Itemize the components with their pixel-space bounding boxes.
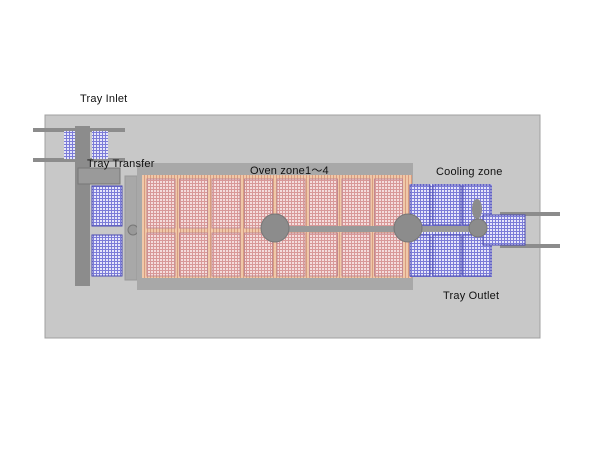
transfer-carriage: [77, 167, 121, 185]
oven-tray: [341, 178, 371, 229]
oven-tray: [179, 232, 208, 277]
label-oven-zone: Oven zone1～4: [250, 165, 329, 177]
label-tray-inlet: Tray Inlet: [80, 93, 128, 105]
pusher-rod: [275, 226, 480, 232]
cooling-tray: [432, 184, 462, 226]
oven-tray: [179, 178, 208, 229]
transfer-tray: [91, 185, 123, 227]
door-roller: [127, 224, 139, 236]
cooling-tray: [432, 234, 462, 277]
oven-tray: [146, 178, 176, 229]
oven-trays: [146, 178, 403, 277]
outlet-pusher-hub: [468, 218, 488, 238]
oven-tray: [309, 232, 338, 277]
label-cooling-zone: Cooling zone: [436, 166, 503, 178]
outlet-rail-top: [500, 212, 560, 216]
oven-tray: [341, 232, 371, 277]
oven-tray: [309, 178, 338, 229]
inlet-tray: [64, 131, 76, 159]
pusher-hub-oven: [260, 213, 290, 243]
outlet-tray: [482, 214, 526, 246]
oven-tray: [146, 232, 176, 277]
oven-tray: [211, 178, 241, 229]
transfer-tray: [91, 234, 123, 277]
oven-tray: [374, 232, 403, 277]
inlet-tray: [92, 131, 108, 159]
transfer-column: [75, 126, 90, 286]
oven-tray: [211, 232, 241, 277]
label-tray-outlet: Tray Outlet: [443, 290, 500, 302]
outlet-rail-bottom: [500, 244, 560, 248]
label-tray-transfer: Tray Transfer: [87, 158, 155, 170]
pusher-hub-exit: [393, 213, 423, 243]
outlet-pusher-arm: [472, 199, 482, 219]
